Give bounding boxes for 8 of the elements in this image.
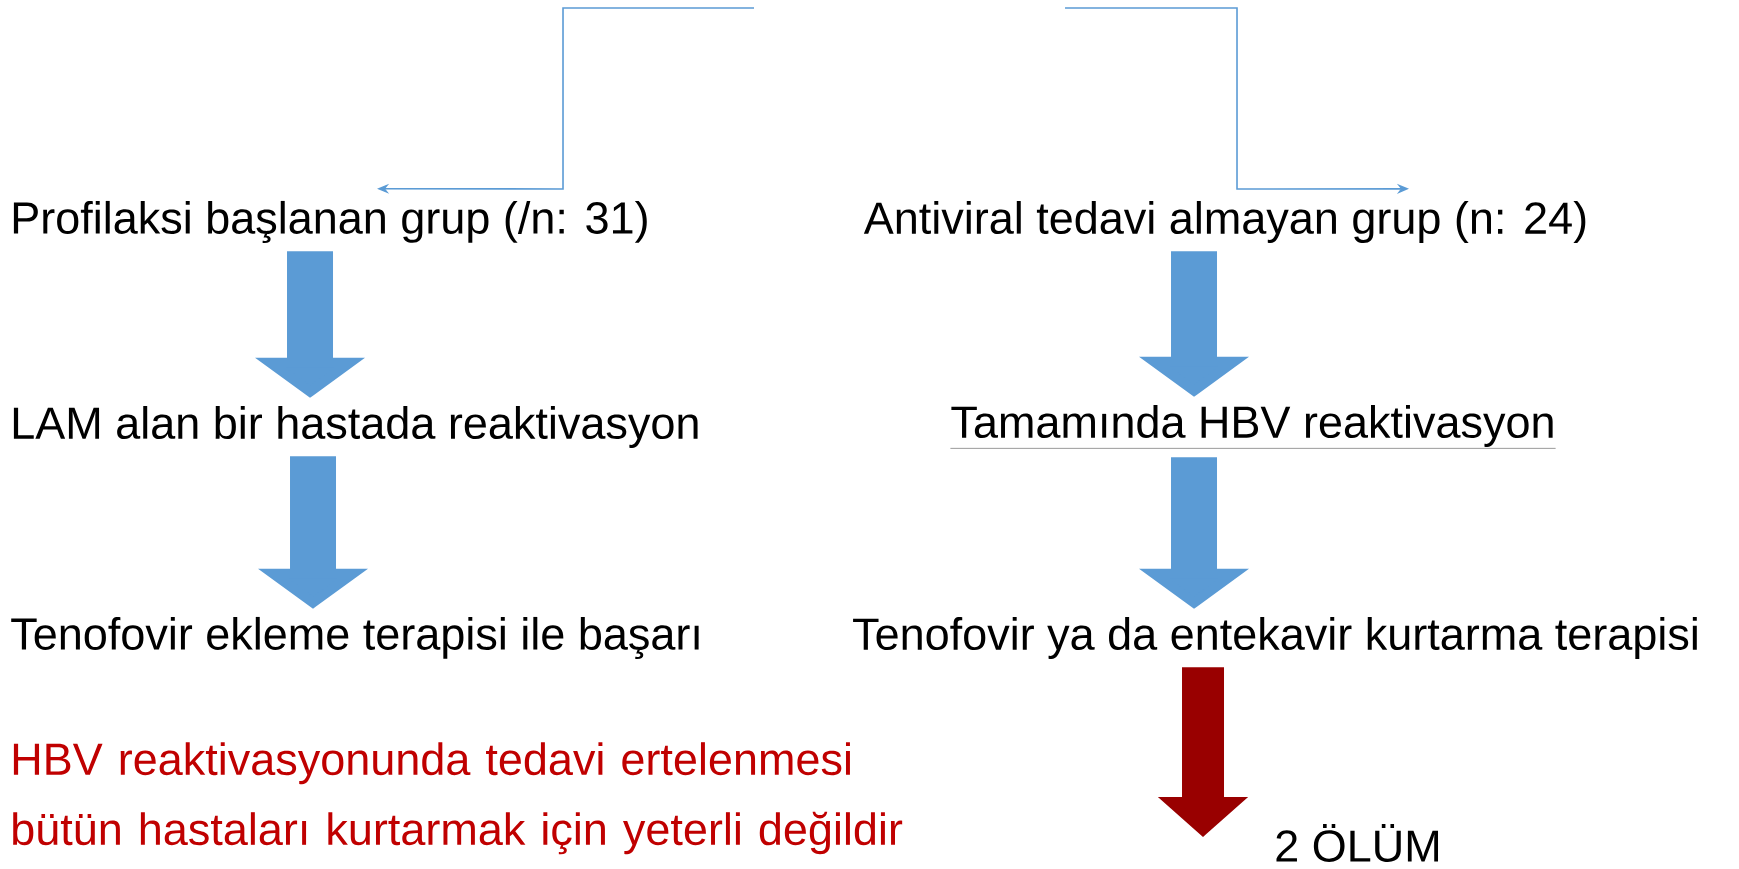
- flow-text: Tenofovir ekleme terapisi ile başarı: [11, 616, 699, 660]
- note-text: HBV reaktivasyonunda tedavi ertelenmesi bütün hastaları kurtarmak için yeterli değildir: [13, 742, 903, 855]
- flow-text: LAM alan bir hastada reaktivasyon: [13, 406, 698, 448]
- flow-text: Profilaksi başlanan grup (/n: 31): [13, 200, 647, 244]
- flow-text: 2 ÖLÜM: [1276, 823, 1438, 863]
- flow-text: Antiviral tedavi almayan grup (n: 24): [863, 201, 1586, 243]
- flow-text: Tenofovir ya da entekavir kurtarma terapisi: [853, 617, 1697, 659]
- flow-text: Tamamında HBV reaktivasyon: [950, 405, 1556, 449]
